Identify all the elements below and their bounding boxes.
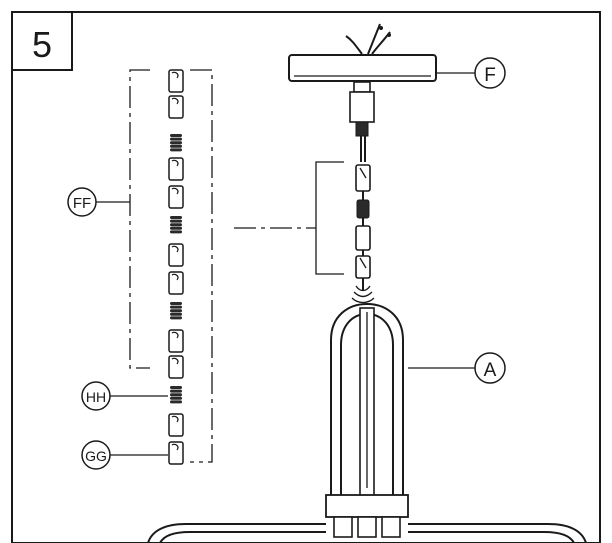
chain-link [168, 355, 184, 379]
quick-link-label-bubble: GG [81, 440, 111, 470]
chain-link-hook [171, 71, 179, 79]
chain-link [168, 271, 184, 295]
fixture-label: A [484, 360, 497, 381]
canopy-label: F [484, 65, 496, 86]
chain-link-hook [171, 331, 179, 339]
diagram-frame [11, 11, 601, 543]
quick-link-label: GG [85, 448, 107, 464]
fixture-body [147, 302, 587, 543]
detail-callout-bracket [315, 161, 344, 275]
chain-connector [170, 302, 182, 320]
chain-link-hook [171, 97, 179, 105]
chain-link-hook [171, 357, 179, 365]
step-number-box: 5 [11, 11, 73, 71]
chain-link [168, 185, 184, 209]
chain-connector [170, 386, 182, 404]
chain-link-hook [171, 159, 179, 167]
chain-link-hook [171, 273, 179, 281]
chain-link [168, 243, 184, 267]
chain-connector [170, 134, 182, 152]
chain-label: FF [73, 195, 91, 212]
chain-link [168, 69, 184, 93]
step-number: 5 [32, 24, 52, 65]
link-connector-label: HH [86, 389, 106, 405]
chain-detail: FF HH GG [67, 69, 213, 470]
chain-links [168, 69, 184, 465]
cord-strain-relief [349, 81, 375, 162]
canopy [288, 23, 437, 82]
fixture-label-bubble: A [474, 352, 506, 384]
chain-link-hook [171, 187, 179, 195]
chain-link [168, 329, 184, 353]
chain-link [168, 413, 184, 437]
link-connector-label-bubble: HH [81, 381, 111, 411]
chain-link-hook [171, 245, 179, 253]
cord-with-chain [351, 164, 375, 304]
chain-link [168, 441, 184, 465]
chain-link [168, 157, 184, 181]
canopy-label-bubble: F [474, 57, 506, 89]
chain-link-hook [171, 443, 179, 451]
chain-connector [170, 216, 182, 234]
chain-label-bubble: FF [67, 187, 97, 217]
chain-link [168, 95, 184, 119]
chain-link-hook [171, 415, 179, 423]
